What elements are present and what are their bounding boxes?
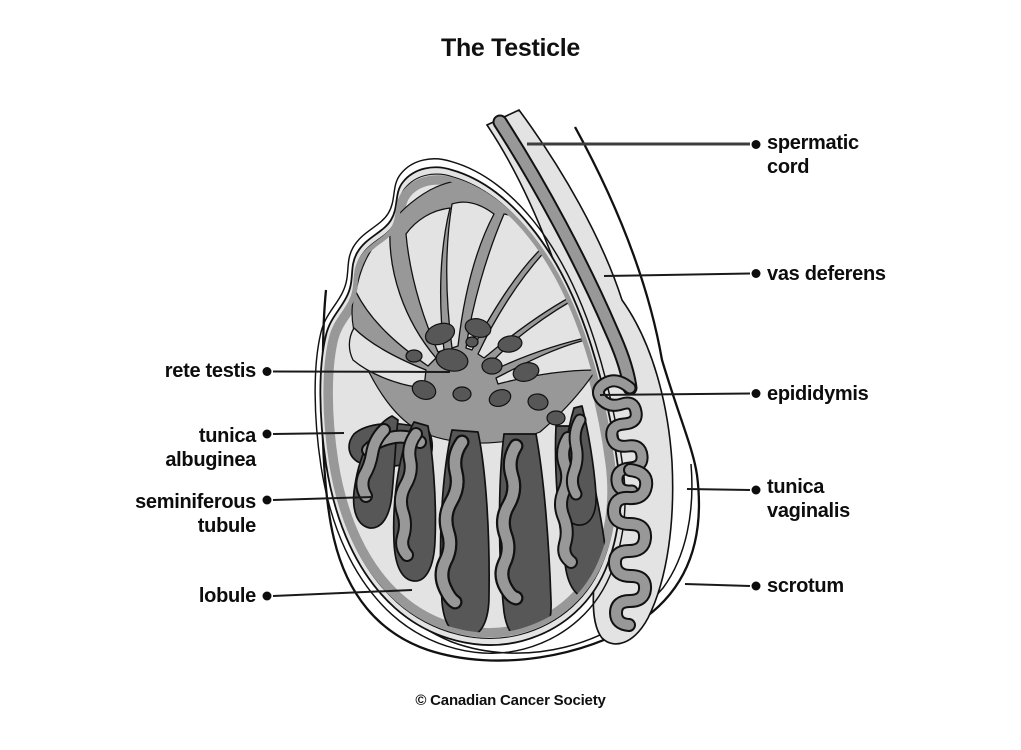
dot-tunica-vaginalis	[751, 485, 761, 495]
leader-lobule	[272, 589, 413, 597]
label-vas-deferens: vas deferens	[767, 263, 886, 285]
dot-tunica-albuginea	[262, 429, 272, 439]
copyright-credit: © Canadian Cancer Society	[415, 692, 606, 709]
dot-rete-testis	[262, 367, 272, 376]
leader-tunica-albuginea	[272, 432, 345, 435]
rete-testis-blobs	[405, 318, 566, 426]
leader-scrotum	[684, 583, 751, 587]
leader-rete-testis	[272, 370, 451, 373]
testis-interior	[348, 179, 608, 633]
label-tunica-albuginea: tunica albuginea	[165, 425, 256, 471]
dot-epididymis	[751, 389, 761, 398]
label-rete-testis: rete testis	[164, 360, 257, 382]
leader-lines	[272, 142, 751, 597]
label-spermatic-cord: spermatic cord	[767, 132, 859, 178]
label-seminiferous-tubule: seminiferous tubule	[135, 491, 256, 537]
leader-tunica-vaginalis	[686, 488, 751, 491]
leader-seminiferous-tubule	[272, 496, 373, 501]
label-epididymis: epididymis	[767, 383, 869, 405]
epididymis-body-coil	[607, 463, 654, 632]
dot-vas-deferens	[751, 269, 761, 278]
dot-scrotum	[751, 581, 761, 591]
dot-lobule	[262, 591, 272, 601]
seminiferous-tubules	[355, 413, 587, 610]
label-tunica-vaginalis: tunica vaginalis	[767, 476, 850, 522]
leader-epididymis	[599, 392, 751, 396]
page-title: The Testicle	[440, 34, 581, 62]
dot-spermatic-cord	[751, 140, 761, 149]
vas-deferens-duct	[492, 114, 638, 396]
leader-vas-deferens	[603, 272, 751, 277]
label-scrotum: scrotum	[767, 575, 844, 597]
label-lobule: lobule	[198, 585, 256, 607]
label-dots	[262, 140, 761, 601]
dot-seminiferous-tubule	[262, 495, 272, 505]
